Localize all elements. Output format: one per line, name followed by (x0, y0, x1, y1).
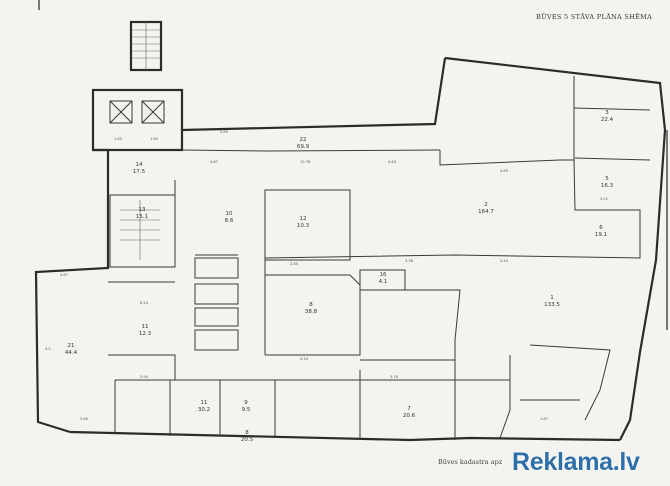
footer-note: Būves kadastra apz (438, 458, 503, 466)
room-8b-area: 20.5 (241, 437, 254, 443)
stair-tower-top (129, 20, 163, 72)
svg-text:5.80: 5.80 (80, 417, 89, 421)
room-13-number: 13 (139, 207, 146, 213)
room-21-number: 21 (68, 343, 75, 349)
room-11b-area: 30.2 (198, 407, 210, 413)
svg-text:2.80: 2.80 (290, 262, 299, 266)
sheet-title: BŪVES 5 STĀVA PLĀNA SHĒMA (536, 13, 653, 21)
svg-text:1.60: 1.60 (150, 137, 159, 141)
svg-text:10.76: 10.76 (300, 160, 311, 164)
room-12-area: 10.3 (297, 223, 310, 229)
room-16-number: 16 (380, 272, 387, 278)
svg-text:2.94: 2.94 (140, 375, 149, 379)
room-6-area: 19.1 (595, 232, 607, 238)
room-8b-number: 8 (245, 430, 249, 436)
room-22-area: 69.9 (297, 144, 310, 150)
elevator-block (91, 88, 184, 152)
room-labels: 22 69.9 14 17.5 13 15.1 12 10.3 2 164.7 … (65, 110, 614, 443)
svg-text:6.24: 6.24 (140, 301, 149, 305)
room-22-number: 22 (300, 137, 307, 143)
svg-text:4.85: 4.85 (500, 169, 508, 173)
room-1-number: 1 (550, 295, 554, 301)
svg-text:3.45: 3.45 (500, 259, 508, 263)
room-21-area: 44.4 (65, 350, 78, 356)
room-8-area: 38.8 (305, 309, 318, 315)
svg-text:3.01: 3.01 (600, 197, 608, 201)
left-edge-mark (38, 0, 40, 10)
room-5-number: 5 (605, 176, 609, 182)
svg-text:4.63: 4.63 (388, 160, 396, 164)
room-3-number: 3 (605, 110, 609, 116)
right-edge-mark (666, 130, 668, 330)
watermark-logo: Reklama.lv (512, 448, 640, 476)
svg-text:4.87: 4.87 (210, 160, 218, 164)
room-9-number: 9 (244, 400, 248, 406)
dimension-marks: 4.87 10.76 4.63 4.85 3.01 2.80 3.36 3.45… (45, 130, 608, 421)
room-2-number: 2 (484, 202, 488, 208)
room-14-area: 17.5 (133, 169, 146, 175)
room-10-area: 8.6 (225, 218, 234, 224)
svg-text:4.87: 4.87 (60, 273, 68, 277)
room-11-area: 12.3 (139, 331, 152, 337)
interior-partitions (108, 180, 611, 440)
room-14-number: 14 (136, 162, 143, 168)
svg-text:1.60: 1.60 (114, 137, 123, 141)
svg-text:5.80: 5.80 (220, 130, 229, 134)
svg-text:4.34: 4.34 (300, 357, 309, 361)
room-8-number: 8 (309, 302, 313, 308)
room-5-area: 16.3 (601, 183, 614, 189)
room-3-area: 22.4 (601, 117, 614, 123)
svg-text:3.36: 3.36 (405, 259, 414, 263)
room-12-number: 12 (300, 216, 307, 222)
room-7-number: 7 (407, 406, 411, 412)
room-16-area: 4.1 (379, 279, 388, 285)
room-7-area: 20.6 (403, 413, 416, 419)
room-9-area: 9.5 (242, 407, 251, 413)
room-11b-number: 11 (201, 400, 208, 406)
svg-text:1.87: 1.87 (540, 417, 548, 421)
room-10-number: 10 (226, 211, 233, 217)
room-13-area: 15.1 (136, 214, 148, 220)
svg-text:4.0: 4.0 (45, 347, 51, 351)
room-11-number: 11 (142, 324, 149, 330)
corridor-22 (181, 57, 447, 152)
building-outline (34, 56, 667, 442)
room-1-area: 133.5 (544, 302, 560, 308)
svg-text:3.76: 3.76 (390, 375, 399, 379)
room-6-number: 6 (599, 225, 603, 231)
room-2-area: 164.7 (478, 209, 494, 215)
